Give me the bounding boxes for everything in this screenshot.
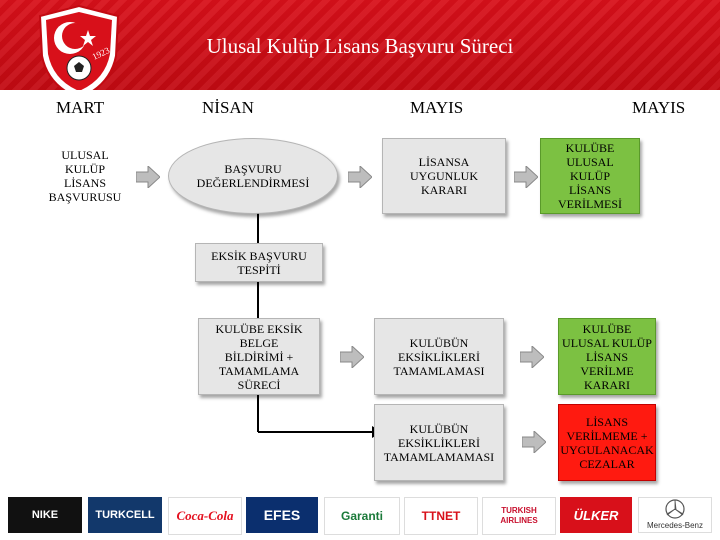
sponsor-mercedes-logo: Mercedes-Benz [638,497,712,533]
box-ulusal-basvuru: ULUSAL KULÜP LİSANS BAŞVURUSU [48,148,122,204]
box-basvuru-degerlendirmesi: BAŞVURU DEĞERLENDİRMESİ [168,138,338,214]
box-eksiklikleri-tamamlamamasi: KULÜBÜN EKSİKLİKLERİ TAMAMLAMAMASI [374,404,504,481]
month-mayis-2: MAYIS [632,98,686,117]
box-lisans-verilmeme-cezalar: LİSANS VERİLMEME + UYGULANACAK CEZALAR [558,404,656,481]
box-eksiklikleri-tamamlamasi: KULÜBÜN EKSİKLİKLERİ TAMAMLAMASI [374,318,504,395]
arrow-right-icon [340,346,364,368]
sponsor-cocacola-logo: Coca-Cola [168,497,242,535]
sponsor-nike-logo: NIKE [8,497,82,533]
arrow-right-icon [522,431,546,453]
arrow-right-icon [520,346,544,368]
mercedes-star-icon [665,499,685,519]
box-lisans-verilme-karari: KULÜBE ULUSAL KULÜP LİSANS VERİLME KARAR… [558,318,656,395]
flow-connectors [257,210,382,438]
sponsor-turkcell-logo: TURKCELL [88,497,162,533]
box-lisansa-uygunluk: LİSANSA UYGUNLUK KARARI [382,138,506,214]
sponsor-efes-logo: EFES [246,497,318,533]
arrow-right-icon [348,166,372,188]
month-mayis-1: MAYIS [410,98,464,117]
arrow-right-icon [136,166,160,188]
box-eksik-belge-bildirimi: KULÜBE EKSİK BELGE BİLDİRİMİ + TAMAMLAMA… [198,318,320,395]
tff-emblem-icon: 1923 [38,4,120,90]
box-eksik-basvuru-tespiti: EKSİK BAŞVURU TESPİTİ [195,243,323,282]
arrow-right-icon [514,166,538,188]
page-title: Ulusal Kulüp Lisans Başvuru Süreci [206,34,514,58]
header-banner: 1923 Ulusal Kulüp Lisans Başvuru Süreci [0,0,720,90]
sponsor-ttnet-logo: TTNET [404,497,478,535]
sponsor-garanti-logo: Garanti [324,497,400,535]
month-nisan: NİSAN [202,98,254,117]
sponsor-thy-logo: TURKISH AIRLINES [482,497,556,535]
box-kulube-lisans-verilmesi: KULÜBE ULUSAL KULÜP LİSANS VERİLMESİ [540,138,640,214]
sponsor-ulker-logo: ÜLKER [560,497,632,533]
month-mart: MART [56,98,105,117]
